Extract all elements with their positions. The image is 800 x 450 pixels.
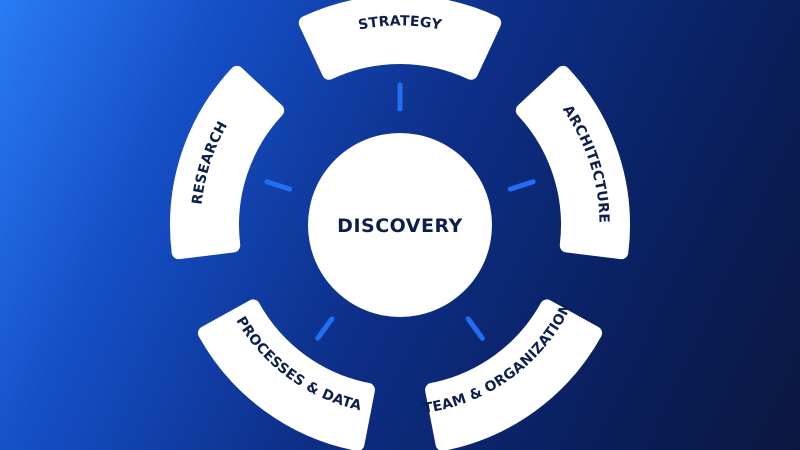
connector-team-organization (465, 316, 485, 341)
segment-team-organization (425, 299, 603, 450)
segment-processes-data (197, 299, 375, 450)
segment-label-strategy: STRATEGY (357, 13, 444, 33)
segment-research (170, 65, 285, 260)
connector-architecture (507, 179, 536, 192)
center-label: DISCOVERY (337, 215, 463, 237)
segment-architecture (515, 65, 630, 260)
center-circle (308, 133, 492, 317)
segment-strategy (298, 0, 502, 80)
connector-processes-data (315, 316, 335, 341)
connector-research (264, 179, 293, 192)
